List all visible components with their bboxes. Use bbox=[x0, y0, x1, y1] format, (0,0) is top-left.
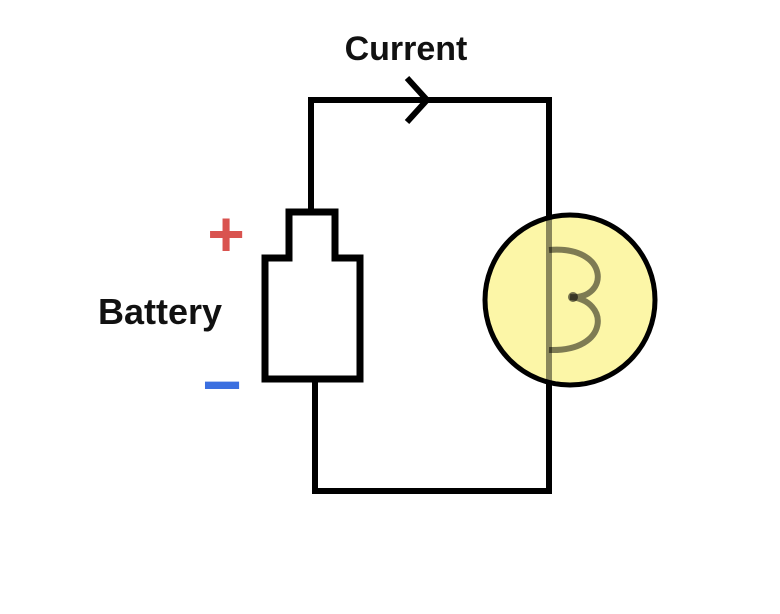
negative-sign: − bbox=[202, 347, 242, 423]
light-bulb-icon bbox=[482, 212, 658, 388]
arrow-right-icon bbox=[404, 75, 432, 125]
positive-sign: + bbox=[207, 198, 244, 270]
battery-label: Battery bbox=[98, 291, 222, 332]
current-label: Current bbox=[345, 30, 468, 68]
battery-icon bbox=[261, 208, 364, 383]
filament-center bbox=[568, 292, 578, 302]
bottom-wire bbox=[312, 379, 552, 494]
top-wire bbox=[308, 97, 552, 216]
